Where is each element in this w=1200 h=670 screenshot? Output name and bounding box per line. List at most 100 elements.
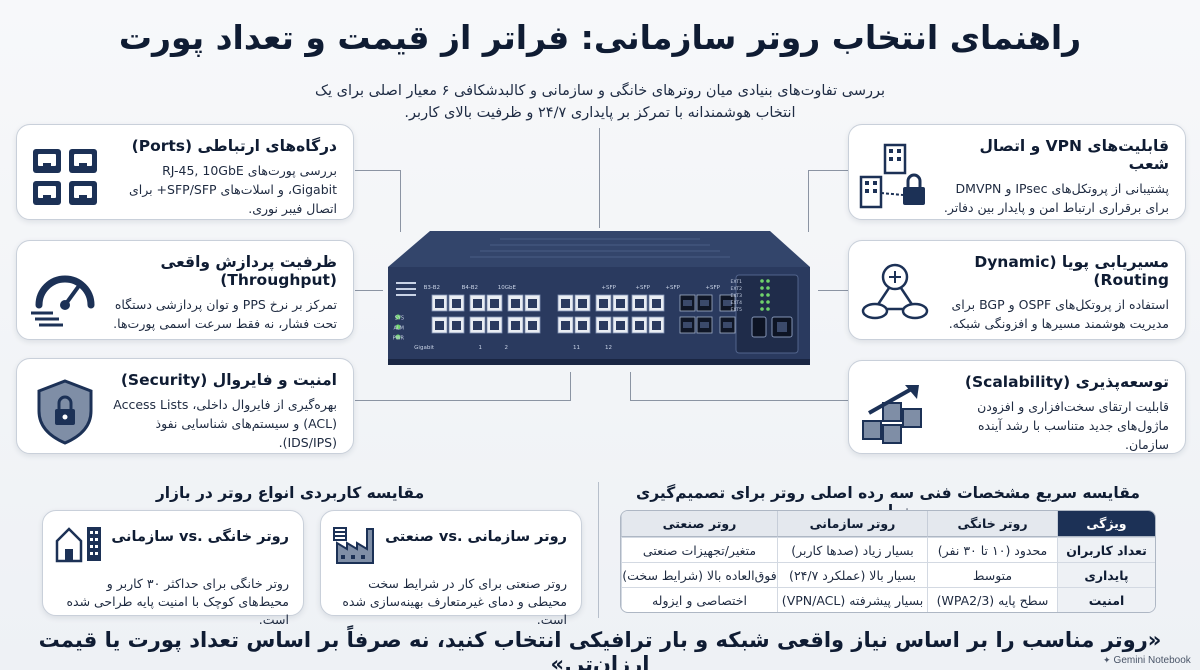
connector-left-lower-up <box>570 372 571 401</box>
sparkle-icon: ✦ <box>1103 655 1111 665</box>
sfp-port-slot <box>723 300 732 306</box>
usage-industrial-title: روتر سازمانی .vs صنعتی <box>385 529 567 545</box>
rj45-port-jack <box>635 321 644 330</box>
connector-right-upper-down <box>808 170 809 232</box>
usage-heading: مقایسه کاربردی انواع روتر در بازار <box>155 484 425 502</box>
modules-growth-icon <box>862 385 922 444</box>
table-cell: پایداری <box>1057 562 1155 587</box>
branch-buildings-icon <box>859 143 925 209</box>
rj45-port-jack <box>452 321 461 330</box>
ext-led <box>760 300 764 304</box>
connector-right-mid <box>818 290 848 291</box>
house-vs-office-icon <box>55 527 101 563</box>
rj45-port-jack <box>652 321 661 330</box>
table-header-cell: ویژگی <box>1057 511 1155 537</box>
sfp-port-slot <box>683 300 692 306</box>
card-security-text: بهره‌گیری از فایروال داخلی، Access Lists… <box>113 397 337 450</box>
closing-quote: «روتر مناسب را بر اساس نیاز واقعی شبکه و… <box>38 628 1162 670</box>
table-cell: متوسط <box>927 562 1057 587</box>
rj45-port-jack <box>561 321 570 330</box>
card-routing-text: استفاده از پروتکل‌های OSPF و BGP برای مد… <box>948 297 1169 331</box>
page-subtitle: بررسی تفاوت‌های بنیادی میان روترهای خانگ… <box>314 83 886 121</box>
table-cell: بسیار پیشرفته (VPN/ACL) <box>777 587 927 612</box>
card-ports-title: درگاه‌های ارتباطی (Ports) <box>131 137 337 155</box>
comparison-table: ویژگی روتر خانگی روتر سازمانی روتر صنعتی… <box>620 510 1156 613</box>
ext-led-label: EXT4 <box>731 300 743 306</box>
port-number-label: 1 <box>479 345 483 351</box>
usage-card-industrial: روتر سازمانی .vs صنعتی روتر صنعتی برای ک… <box>320 510 582 627</box>
shield-lock-icon <box>37 379 93 445</box>
port-label: SFP+ <box>635 285 650 291</box>
card-scalability-text: قابلیت ارتقای سخت‌افزاری و افزودن ماژول‌… <box>977 399 1169 452</box>
port-label: B4-B2 <box>462 285 478 291</box>
table-header-cell: روتر صنعتی <box>621 511 777 537</box>
usage-home-title: روتر خانگی .vs سازمانی <box>111 529 289 545</box>
ext-led <box>760 307 764 311</box>
rj45-port-jack <box>599 299 608 308</box>
port-label: SFP+ <box>665 285 680 291</box>
ext-led <box>766 307 770 311</box>
sfp-port-slot <box>700 300 709 306</box>
sfp-port-slot <box>683 322 692 328</box>
routing-nodes-icon <box>861 263 929 320</box>
usage-card-home: روتر خانگی .vs سازمانی روتر خانگی برای ح… <box>42 510 304 627</box>
card-ports-text: بررسی پورت‌های RJ-45, 10GbE Gigabit، و ا… <box>128 163 337 216</box>
rj45-port-jack <box>473 299 482 308</box>
card-ports: درگاه‌های ارتباطی (Ports) بررسی پورت‌های… <box>16 124 354 220</box>
rj45-port-jack <box>599 321 608 330</box>
ext-led-label: EXT1 <box>731 279 743 285</box>
ext-led-label: EXT5 <box>731 307 743 313</box>
table-cell: بسیار بالا (عملکرد ۲۴/۷) <box>777 562 927 587</box>
rj45-port-jack <box>435 321 444 330</box>
sfp-port-slot <box>723 322 732 328</box>
rj45-port-jack <box>578 321 587 330</box>
connector-left-mid <box>355 290 383 291</box>
watermark: ✦Gemini Notebook <box>1103 655 1191 666</box>
page-title: راهنمای انتخاب روتر سازمانی: فراتر از قی… <box>118 18 1082 57</box>
table-row: تعداد کاربران محدود (۱۰ تا ۳۰ نفر) بسیار… <box>621 537 1155 562</box>
table-header-cell: روتر خانگی <box>927 511 1057 537</box>
port-number-label: 11 <box>573 345 580 351</box>
usage-industrial-text: روتر صنعتی برای کار در شرایط سخت محیطی و… <box>342 576 567 627</box>
rj45-port-jack <box>435 299 444 308</box>
card-routing: مسیریابی پویا (Dynamic Routing) استفاده … <box>848 240 1186 340</box>
rj45-port-jack <box>561 299 570 308</box>
usage-home-text: روتر خانگی برای حداکثر ۳۰ کاربر و محیط‌ه… <box>66 576 289 627</box>
table-cell: اختصاصی و ایزوله <box>621 587 777 612</box>
rj45-port-jack <box>452 299 461 308</box>
table-cell: فوق‌العاده بالا (شرایط سخت) <box>621 562 777 587</box>
factory-icon <box>333 527 374 564</box>
section-divider <box>598 482 599 618</box>
connector-left-lower <box>355 400 570 401</box>
card-throughput: ظرفیت پردازش واقعی (Throughput) تمرکز بر… <box>16 240 354 340</box>
ext-led <box>760 286 764 290</box>
port-label: SFP+ <box>705 285 720 291</box>
ext-led <box>760 279 764 283</box>
table-cell: سطح پایه (WPA2/3) <box>927 587 1057 612</box>
rj45-port-jack <box>528 299 537 308</box>
port-number-label: 12 <box>605 345 612 351</box>
port-label: B3-B2 <box>424 285 440 291</box>
table-header-cell: روتر سازمانی <box>777 511 927 537</box>
status-led-label: PWR <box>393 336 405 342</box>
ext-led <box>766 279 770 283</box>
connector-right-lower-up <box>630 372 631 401</box>
connector-right-lower <box>630 400 848 401</box>
rj45-port-jack <box>490 321 499 330</box>
rj45-port-jack <box>511 321 520 330</box>
ethernet-ports-icon <box>33 149 97 205</box>
status-led <box>395 314 401 320</box>
ext-led <box>766 300 770 304</box>
rj45-port-jack <box>616 321 625 330</box>
rj45-port-jack <box>578 299 587 308</box>
status-led <box>395 324 401 330</box>
card-vpn: قابلیت‌های VPN و اتصال شعب پشتیبانی از پ… <box>848 124 1186 220</box>
connector-top-spine <box>599 128 600 228</box>
table-header-row: ویژگی روتر خانگی روتر سازمانی روتر صنعتی <box>621 511 1155 537</box>
card-routing-title: مسیریابی پویا (Dynamic Routing) <box>974 253 1169 289</box>
rj45-port-jack <box>473 321 482 330</box>
status-led-label: SYS <box>395 316 404 322</box>
ext-led <box>766 293 770 297</box>
table-row: امنیت سطح پایه (WPA2/3) بسیار پیشرفته (V… <box>621 587 1155 612</box>
